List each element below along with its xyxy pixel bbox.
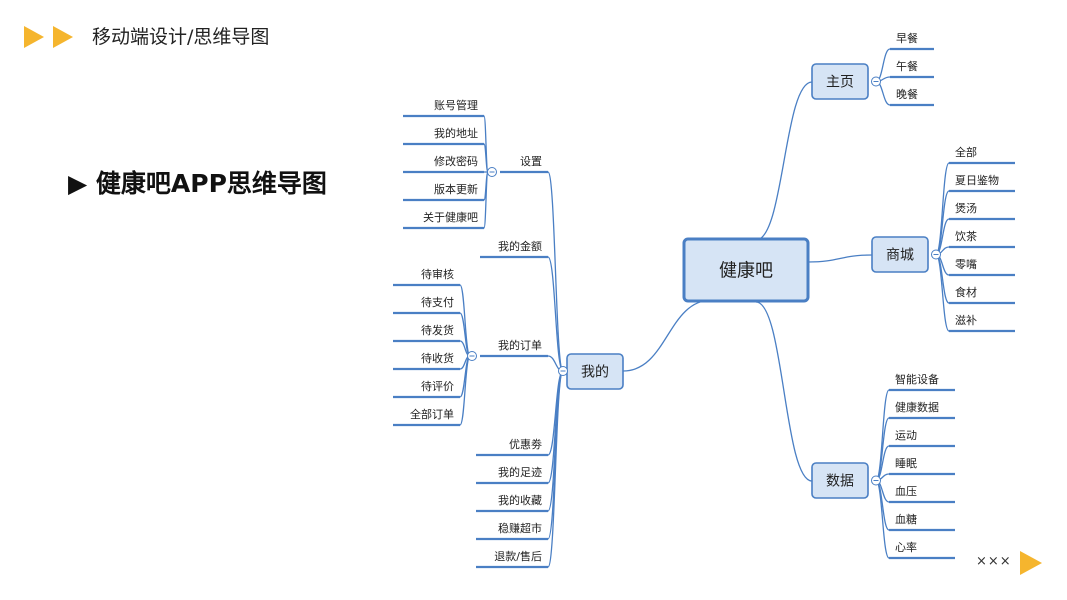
root-to-mine-line: [622, 299, 713, 372]
data-leaf-5: 血糖: [895, 512, 917, 526]
settings-leaf-2: 修改密码: [434, 154, 478, 168]
root-node-box[interactable]: [682, 237, 810, 303]
orders-leaf-connector: [459, 355, 471, 426]
mine-item-4-label: 退款/售后: [494, 549, 542, 563]
mine-item-1-label: 我的足迹: [498, 465, 542, 479]
header-title: 移动端设计/思维导图: [92, 26, 270, 48]
orders-leaf-3: 待收货: [421, 351, 454, 365]
home-node-box[interactable]: [811, 63, 869, 100]
shop-leaf-0: 全部: [955, 145, 977, 159]
data-leaf-0: 智能设备: [895, 372, 939, 386]
shop-node-label: 商城: [886, 248, 914, 264]
orders-label: 我的订单: [498, 338, 542, 352]
slide-title: ▶ 健康吧APP思维导图: [68, 169, 327, 198]
home-node-label: 主页: [826, 75, 854, 91]
orders-leaf-1: 待支付: [421, 295, 454, 309]
root-to-shop-line: [807, 254, 873, 263]
data-leaf-6: 心率: [895, 540, 917, 554]
corner-mark: ×××: [976, 554, 1012, 569]
shop-leaf-2: 煲汤: [955, 201, 977, 215]
settings-connector: [547, 171, 564, 372]
balance-label: 我的金额: [498, 239, 542, 253]
shop-leaf-4: 零嘴: [955, 258, 977, 271]
data-node-label: 数据: [826, 474, 854, 490]
root-to-home-line: [755, 81, 813, 241]
mine-node-label: 我的: [581, 365, 609, 381]
corner-play-icon: [1020, 551, 1042, 575]
orders-leaf-4: 待评价: [421, 379, 454, 393]
root-node-label: 健康吧: [719, 260, 773, 281]
header-play-icon: [24, 26, 73, 48]
mine-item-0-label: 优惠劵: [509, 437, 542, 451]
shop-leaf-3: 饮茶: [955, 230, 977, 243]
settings-leaf-3: 版本更新: [434, 182, 478, 196]
data-node-box[interactable]: [811, 462, 869, 499]
settings-label: 设置: [520, 155, 542, 168]
shop-leaf-1: 夏日鉴物: [955, 173, 999, 187]
home-leaf-2: 晚餐: [896, 87, 918, 101]
data-leaf-1: 健康数据: [895, 400, 939, 414]
shop-leaf-5: 食材: [955, 285, 977, 299]
orders-leaf-2: 待发货: [421, 323, 454, 337]
settings-leaf-1: 我的地址: [434, 126, 478, 140]
root-to-data-line: [755, 301, 813, 482]
data-leaf-4: 血压: [895, 484, 917, 498]
shop-node-box[interactable]: [871, 236, 929, 273]
leaf-connector: [875, 389, 890, 482]
settings-leaf-0: 账号管理: [434, 98, 478, 112]
home-leaf-1: 午餐: [896, 59, 918, 73]
mine-item-2-label: 我的收藏: [498, 493, 542, 507]
mine-item-4-connector: [547, 370, 564, 568]
shop-leaf-6: 滋补: [955, 314, 977, 327]
data-leaf-3: 睡眠: [895, 457, 917, 470]
leaf-connector: [935, 162, 950, 256]
data-leaf-2: 运动: [895, 429, 917, 442]
settings-leaf-4: 关于健康吧: [423, 210, 478, 224]
orders-leaf-5: 全部订单: [410, 407, 454, 421]
orders-leaf-0: 待审核: [421, 267, 454, 281]
home-leaf-0: 早餐: [896, 31, 918, 45]
mine-item-3-label: 稳赚超市: [498, 521, 542, 535]
orders-leaf-connector: [459, 284, 471, 357]
